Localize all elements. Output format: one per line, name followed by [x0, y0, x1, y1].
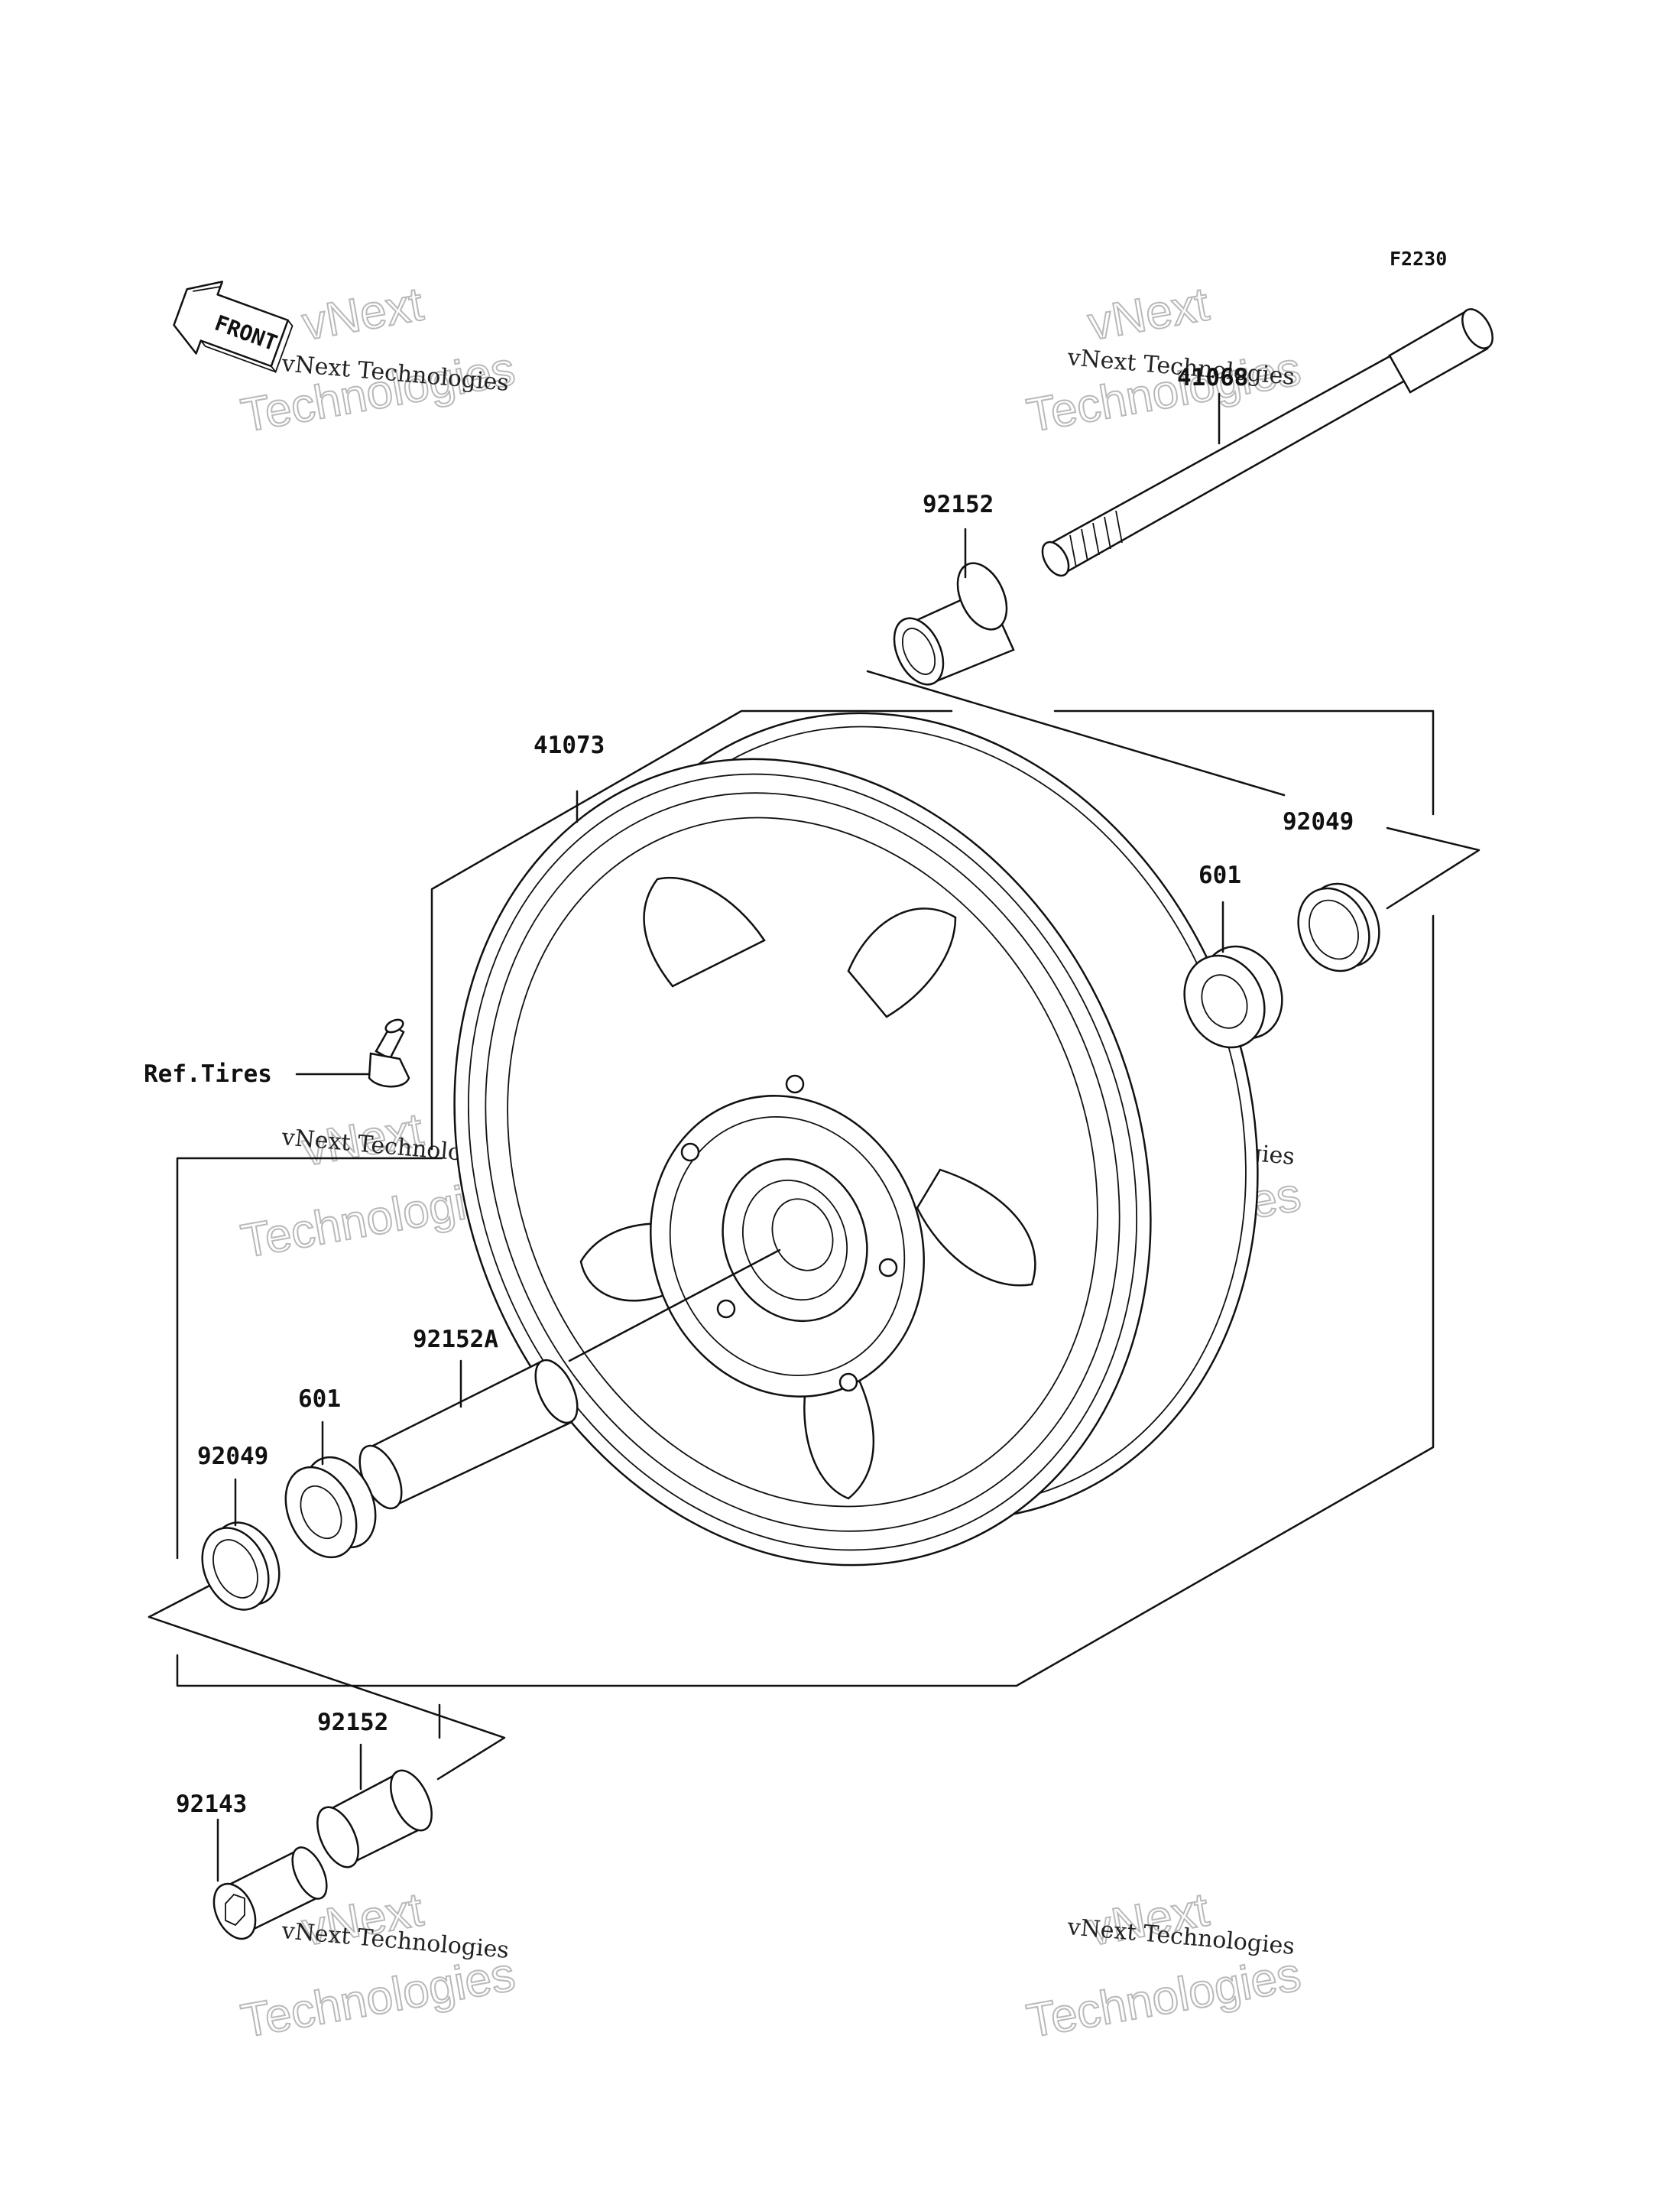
collar-bottom — [316, 1769, 433, 1868]
part-number-collar-bottom: 92152 — [317, 1709, 388, 1736]
svg-text:Technologies: Technologies — [237, 1948, 518, 2048]
svg-text:vNext: vNext — [1084, 278, 1212, 350]
front-arrow-icon: FRONT — [173, 281, 294, 374]
svg-text:Technologies: Technologies — [1023, 1948, 1304, 2048]
bearing-right — [1183, 945, 1283, 1049]
part-number-collar-top: 92152 — [923, 491, 994, 518]
part-number-spacer: 92152A — [413, 1326, 498, 1353]
watermark-top-right: vNext Technologies vNext Technologies — [1022, 277, 1305, 443]
seal-right — [1297, 882, 1380, 972]
part-number-axle-nut: 92143 — [176, 1791, 247, 1818]
axle — [1041, 308, 1494, 577]
spacer — [358, 1359, 579, 1510]
tire-valve-icon — [368, 1018, 410, 1088]
part-number-seal-left: 92049 — [197, 1443, 268, 1470]
ref-tires-label: Ref.Tires — [144, 1060, 272, 1088]
part-number-seal-right: 92049 — [1283, 808, 1354, 836]
leader-spacer-axis — [568, 1248, 781, 1362]
svg-text:vNext: vNext — [298, 278, 426, 350]
part-number-bearing-right: 601 — [1198, 862, 1241, 889]
wheel — [453, 712, 1259, 1567]
part-number-wheel: 41073 — [534, 732, 605, 759]
bearing-left — [284, 1456, 377, 1559]
figure-code: F2230 — [1390, 248, 1447, 270]
part-number-axle: 41068 — [1177, 364, 1248, 391]
seal-left — [201, 1521, 281, 1611]
watermark-top-left: vNext Technologies vNext Technologies — [236, 277, 519, 443]
bracket-lines — [148, 670, 1481, 1781]
axle-nut — [212, 1846, 328, 1940]
part-number-bearing-left: 601 — [298, 1385, 341, 1413]
watermark-bottom-right: vNext Technologies vNext Technologies — [1022, 1882, 1305, 2048]
collar-top — [893, 562, 1015, 686]
